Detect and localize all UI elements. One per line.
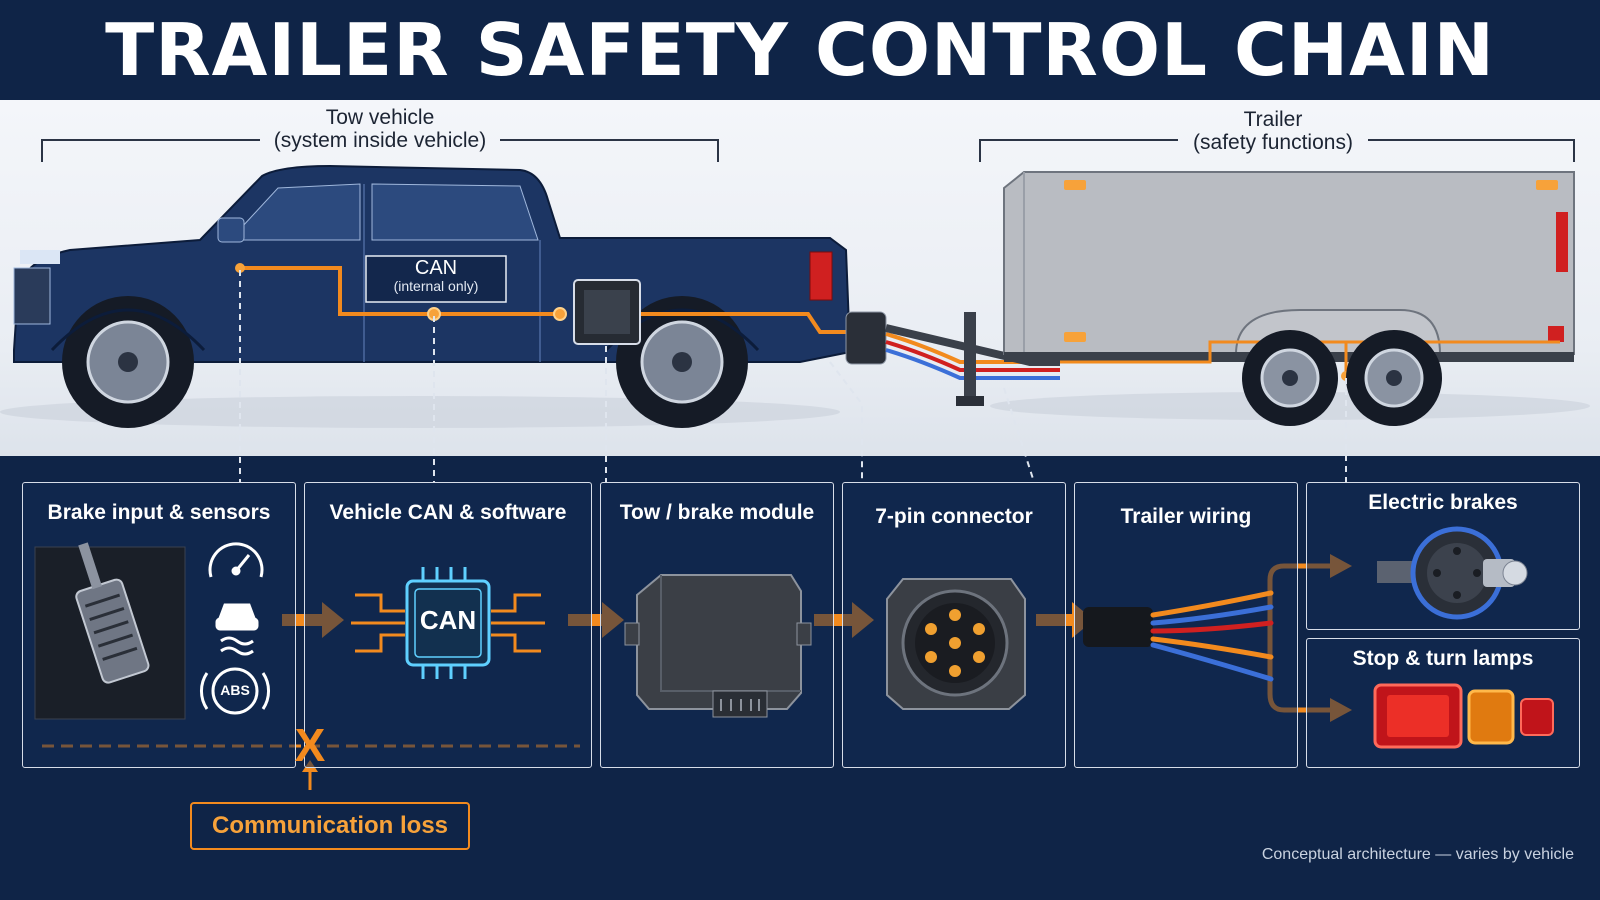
brake-input-art <box>34 542 270 720</box>
truck-front-wheel <box>62 296 194 428</box>
can-label: CAN (internal only) <box>366 258 506 294</box>
cargo-trailer <box>1003 171 1575 426</box>
trailer-label: Trailer (safety functions) <box>1178 108 1368 154</box>
chip-label: CAN <box>419 605 477 635</box>
trailer-wheel-front <box>1242 330 1338 426</box>
stage-electric-brakes: Electric brakes <box>1306 482 1580 630</box>
stage-title: Trailer wiring <box>1120 505 1252 528</box>
tow-vehicle-title: Tow vehicle <box>325 106 435 129</box>
title-band: TRAILER SAFETY CONTROL CHAIN <box>0 0 1600 100</box>
chip-body <box>405 579 491 667</box>
tow-vehicle-bracket <box>41 139 719 162</box>
stage-lamps: Stop & turn lamps <box>1306 638 1580 768</box>
fault-x-marker: X <box>294 719 326 771</box>
can-label-subtitle: (internal only) <box>393 278 479 294</box>
stage-title: Stop & turn lamps <box>1352 647 1534 670</box>
hitch <box>845 311 887 365</box>
stage-title: 7-pin connector <box>875 505 1033 528</box>
seven-pin-connector-icon <box>886 578 1026 710</box>
trailer-wheel-rear <box>1346 330 1442 426</box>
electric-brake-icon <box>1377 526 1528 620</box>
marker-lamp-icon <box>1520 698 1554 736</box>
speedometer-icon <box>208 542 264 578</box>
stage-connector: 7-pin connector <box>842 482 1066 768</box>
communication-loss-label: Communication loss <box>190 802 470 850</box>
stage-title: Brake input & sensors <box>47 501 271 524</box>
trailer-bracket <box>979 139 1575 162</box>
can-label-title: CAN <box>414 257 458 279</box>
skid-car-icon <box>215 603 259 656</box>
wiring-harness-icon <box>1083 590 1274 682</box>
scene-illustration <box>0 139 1590 428</box>
tow-vehicle-label: Tow vehicle (system inside vehicle) <box>260 106 500 152</box>
tow-vehicle-subtitle: (system inside vehicle) <box>273 129 487 153</box>
stage-brake-input: Brake input & sensors <box>22 482 296 768</box>
trailer-harness <box>885 332 1060 380</box>
abs-text: ABS <box>220 682 250 698</box>
brake-module-icon <box>624 574 812 718</box>
stage-brake-module: Tow / brake module <box>600 482 834 768</box>
trailer-title: Trailer <box>1243 108 1303 131</box>
can-chip-art <box>351 567 545 679</box>
trailer-subtitle: (safety functions) <box>1193 131 1353 155</box>
vehicle-scene: Tow vehicle (system inside vehicle) Trai… <box>0 100 1600 456</box>
can-traces <box>351 593 545 653</box>
footnote: Conceptual architecture — varies by vehi… <box>1261 846 1574 863</box>
truck-rear-wheel <box>616 296 748 428</box>
stage-title: Electric brakes <box>1368 491 1518 514</box>
signal-path <box>238 266 872 334</box>
abs-icon <box>200 667 270 715</box>
brake-pedal-icon <box>75 542 150 684</box>
can-label-box <box>365 255 507 303</box>
turn-lamp-icon <box>1467 689 1515 745</box>
stage-vehicle-can: Vehicle CAN & software CAN <box>304 482 592 768</box>
connector-pins <box>925 609 985 677</box>
stage-title: Tow / brake module <box>619 501 815 524</box>
stage-wiring: Trailer wiring <box>1074 482 1298 768</box>
page-title: TRAILER SAFETY CONTROL CHAIN <box>105 8 1495 92</box>
chip-pins <box>421 567 467 679</box>
lamps-icon <box>1373 683 1554 749</box>
stage-title: Vehicle CAN & software <box>329 501 567 524</box>
communication-loss-text: Communication loss <box>211 812 449 839</box>
